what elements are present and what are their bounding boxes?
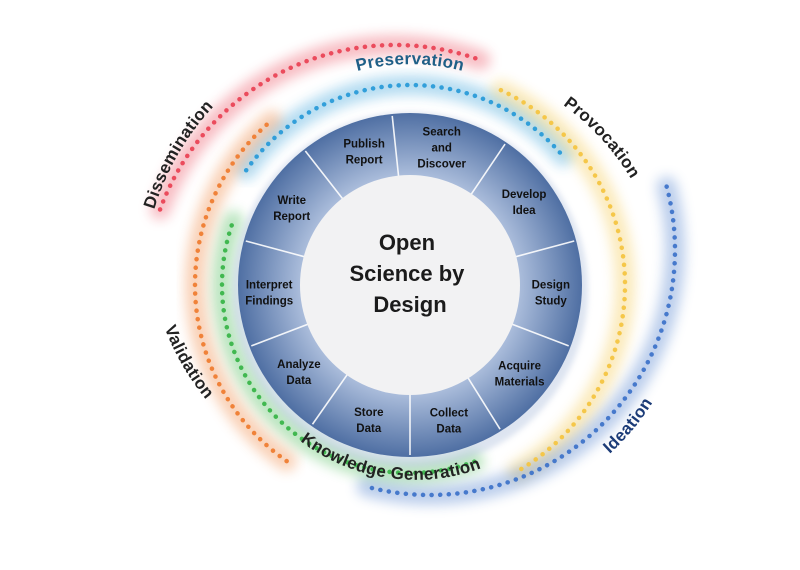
segment-label-line: Report [273, 211, 310, 223]
segment-label-line: Report [346, 155, 383, 167]
segment-divider [466, 376, 501, 430]
segment-divider [391, 115, 400, 178]
phase-dotted-arc [498, 87, 628, 474]
segment-label-line: Analyze [277, 359, 320, 371]
segment-label-line: Data [436, 424, 462, 436]
segment-label-line: Materials [495, 377, 545, 389]
segment-divider [304, 150, 345, 201]
segment-label-line: Collect [430, 408, 469, 420]
phase-dotted-arc [243, 82, 566, 173]
segment-label-line: Discover [417, 159, 466, 171]
segment-label-line: Data [286, 375, 312, 387]
phase-dotted-arc [192, 118, 289, 464]
phase-dotted-arc [157, 42, 483, 212]
segment-label-line: Findings [245, 295, 293, 307]
segment-divider [251, 322, 310, 347]
segment-label-line: Store [354, 407, 383, 419]
phase-label-preservation: Preservation [354, 49, 467, 75]
center-title-line: Open [379, 230, 435, 255]
phase-dotted-arc [219, 218, 477, 476]
segment-label-line: Data [356, 423, 382, 435]
phase-dotted-arc [364, 184, 678, 498]
center-title: Open Science by Design [349, 230, 470, 317]
segment-label-line: Interpret [246, 279, 293, 291]
segment-divider [510, 322, 569, 347]
phase-dotted-arcs [157, 42, 678, 498]
segment-divider [245, 240, 306, 258]
center-title-line: Design [373, 292, 446, 317]
segment-label-line: Design [532, 279, 570, 291]
segment-divider [469, 143, 506, 196]
segment-dividers [245, 115, 575, 455]
center-disc [300, 175, 520, 395]
segment-divider [311, 373, 349, 425]
segment-label-line: Acquire [498, 361, 541, 373]
segment-label-line: Search [423, 127, 461, 139]
segment-label-line: Idea [513, 205, 537, 217]
segment-label-line: Study [535, 295, 568, 307]
segment-label-line: Develop [502, 189, 547, 201]
segment-label-line: Write [277, 195, 306, 207]
segment-divider [514, 240, 575, 258]
segment-label-line: Publish [343, 139, 385, 151]
segment-label-line: and [431, 143, 451, 155]
center-title-line: Science by [349, 261, 465, 286]
